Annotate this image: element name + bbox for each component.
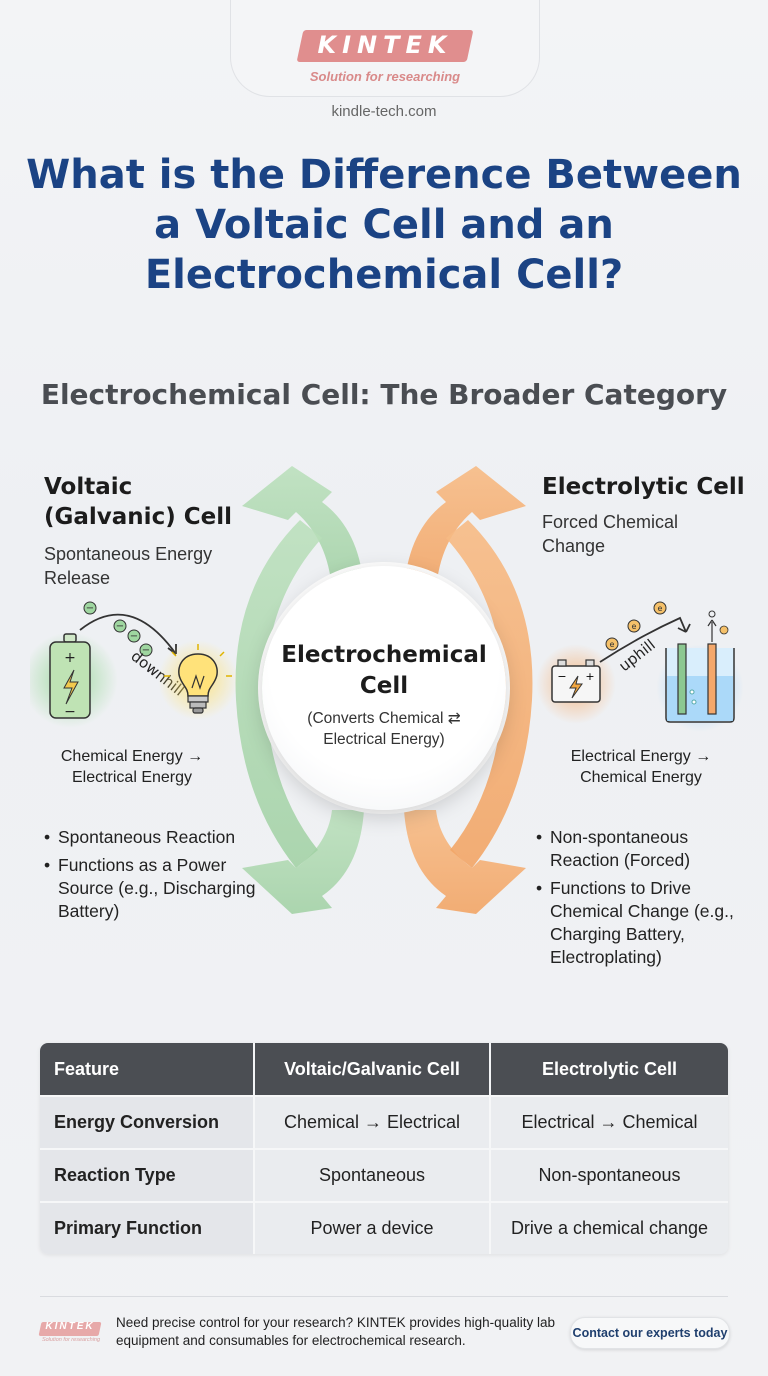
voltaic-energy-conversion: Chemical Energy → Electrical Energy xyxy=(60,748,204,786)
table-row: Reaction Type Spontaneous Non-spontaneou… xyxy=(40,1148,728,1201)
comparison-table: Feature Voltaic/Galvanic Cell Electrolyt… xyxy=(40,1043,728,1254)
electrolytic-path-label: uphill xyxy=(615,636,658,675)
footer-logo-tagline: Solution for researching xyxy=(41,1337,101,1343)
svg-text:−: − xyxy=(116,621,124,632)
table-cell: Power a device xyxy=(255,1201,491,1254)
table-header-row: Feature Voltaic/Galvanic Cell Electrolyt… xyxy=(40,1043,728,1095)
svg-text:−: − xyxy=(142,645,150,656)
table-cell: Non-spontaneous xyxy=(491,1148,728,1201)
light-bulb-icon xyxy=(164,644,232,714)
battery-icon: + − xyxy=(49,633,91,720)
voltaic-bullet: Spontaneous Reaction xyxy=(44,826,268,849)
section-subtitle: Electrochemical Cell: The Broader Catego… xyxy=(40,378,728,411)
center-description: (Converts Chemical ⇄ Electrical Energy) xyxy=(307,710,461,748)
table-row: Primary Function Power a device Drive a … xyxy=(40,1201,728,1254)
table-cell: Spontaneous xyxy=(255,1148,491,1201)
page-title: What is the Difference Between a Voltaic… xyxy=(26,152,742,298)
voltaic-illustration: + − − − − − downhill xyxy=(30,601,238,728)
footer-text: Need precise control for your research? … xyxy=(116,1315,555,1348)
table-row: Energy Conversion Chemical → Electrical … xyxy=(40,1095,728,1148)
electron-icon: e e e xyxy=(605,601,667,651)
svg-text:e: e xyxy=(632,622,637,631)
branch-arrows xyxy=(235,466,533,914)
svg-text:+: + xyxy=(585,670,594,683)
center-circle xyxy=(262,566,506,810)
voltaic-title: Voltaic (Galvanic) Cell xyxy=(44,474,232,530)
footer-divider xyxy=(40,1296,728,1297)
green-arc xyxy=(235,520,322,868)
table-cell: Drive a chemical change xyxy=(491,1201,728,1254)
orange-arrow-upper xyxy=(404,466,526,590)
electrolytic-energy-conversion: Electrical Energy → Chemical Energy xyxy=(570,748,712,786)
svg-text:−: − xyxy=(64,704,76,720)
table-cell: Primary Function xyxy=(40,1201,255,1254)
svg-text:−: − xyxy=(557,670,566,683)
electrolytic-bullet: Non-spontaneous Reaction (Forced) xyxy=(536,826,740,872)
logo-text: KINTEK xyxy=(317,31,453,59)
table-header: Voltaic/Galvanic Cell xyxy=(255,1043,491,1095)
voltaic-bullets: Spontaneous Reaction Functions as a Powe… xyxy=(44,826,268,928)
electrolytic-illustration: − + e e e uphill xyxy=(536,601,744,732)
table-cell: Energy Conversion xyxy=(40,1095,255,1148)
table-cell: Chemical → Electrical xyxy=(255,1095,491,1148)
domain-link[interactable]: kindle-tech.com xyxy=(331,103,437,120)
table-cell: Reaction Type xyxy=(40,1148,255,1201)
electrolytic-title: Electrolytic Cell xyxy=(542,474,745,500)
green-arrow-lower xyxy=(242,810,364,914)
electrolytic-bullet: Functions to Drive Chemical Change (e.g.… xyxy=(536,877,740,969)
voltaic-subtitle: Spontaneous Energy Release xyxy=(44,544,213,588)
beaker-icon xyxy=(665,610,735,723)
svg-text:e: e xyxy=(610,640,615,649)
svg-text:e: e xyxy=(658,604,663,613)
orange-arrow-lower xyxy=(404,810,526,914)
svg-text:+: + xyxy=(64,650,76,666)
center-title: Electrochemical Cell xyxy=(281,642,487,699)
svg-text:−: − xyxy=(130,631,138,642)
table-header: Feature xyxy=(40,1043,255,1095)
orange-arc xyxy=(446,520,533,868)
table-cell: Electrical → Chemical xyxy=(491,1095,728,1148)
footer-logo-text: KINTEK xyxy=(45,1321,95,1332)
table-header: Electrolytic Cell xyxy=(491,1043,728,1095)
electrolytic-subtitle: Forced Chemical Change xyxy=(542,512,679,556)
contact-experts-button[interactable]: Contact our experts today xyxy=(570,1317,730,1349)
electrolytic-bullets: Non-spontaneous Reaction (Forced) Functi… xyxy=(536,826,740,974)
logo-tagline: Solution for researching xyxy=(309,69,461,84)
voltaic-bullet: Functions as a Power Source (e.g., Disch… xyxy=(44,854,268,923)
electron-icon: − − − − xyxy=(83,601,153,657)
svg-text:−: − xyxy=(86,603,94,614)
car-battery-icon: − + xyxy=(551,659,601,703)
green-arrow-upper xyxy=(242,466,364,590)
